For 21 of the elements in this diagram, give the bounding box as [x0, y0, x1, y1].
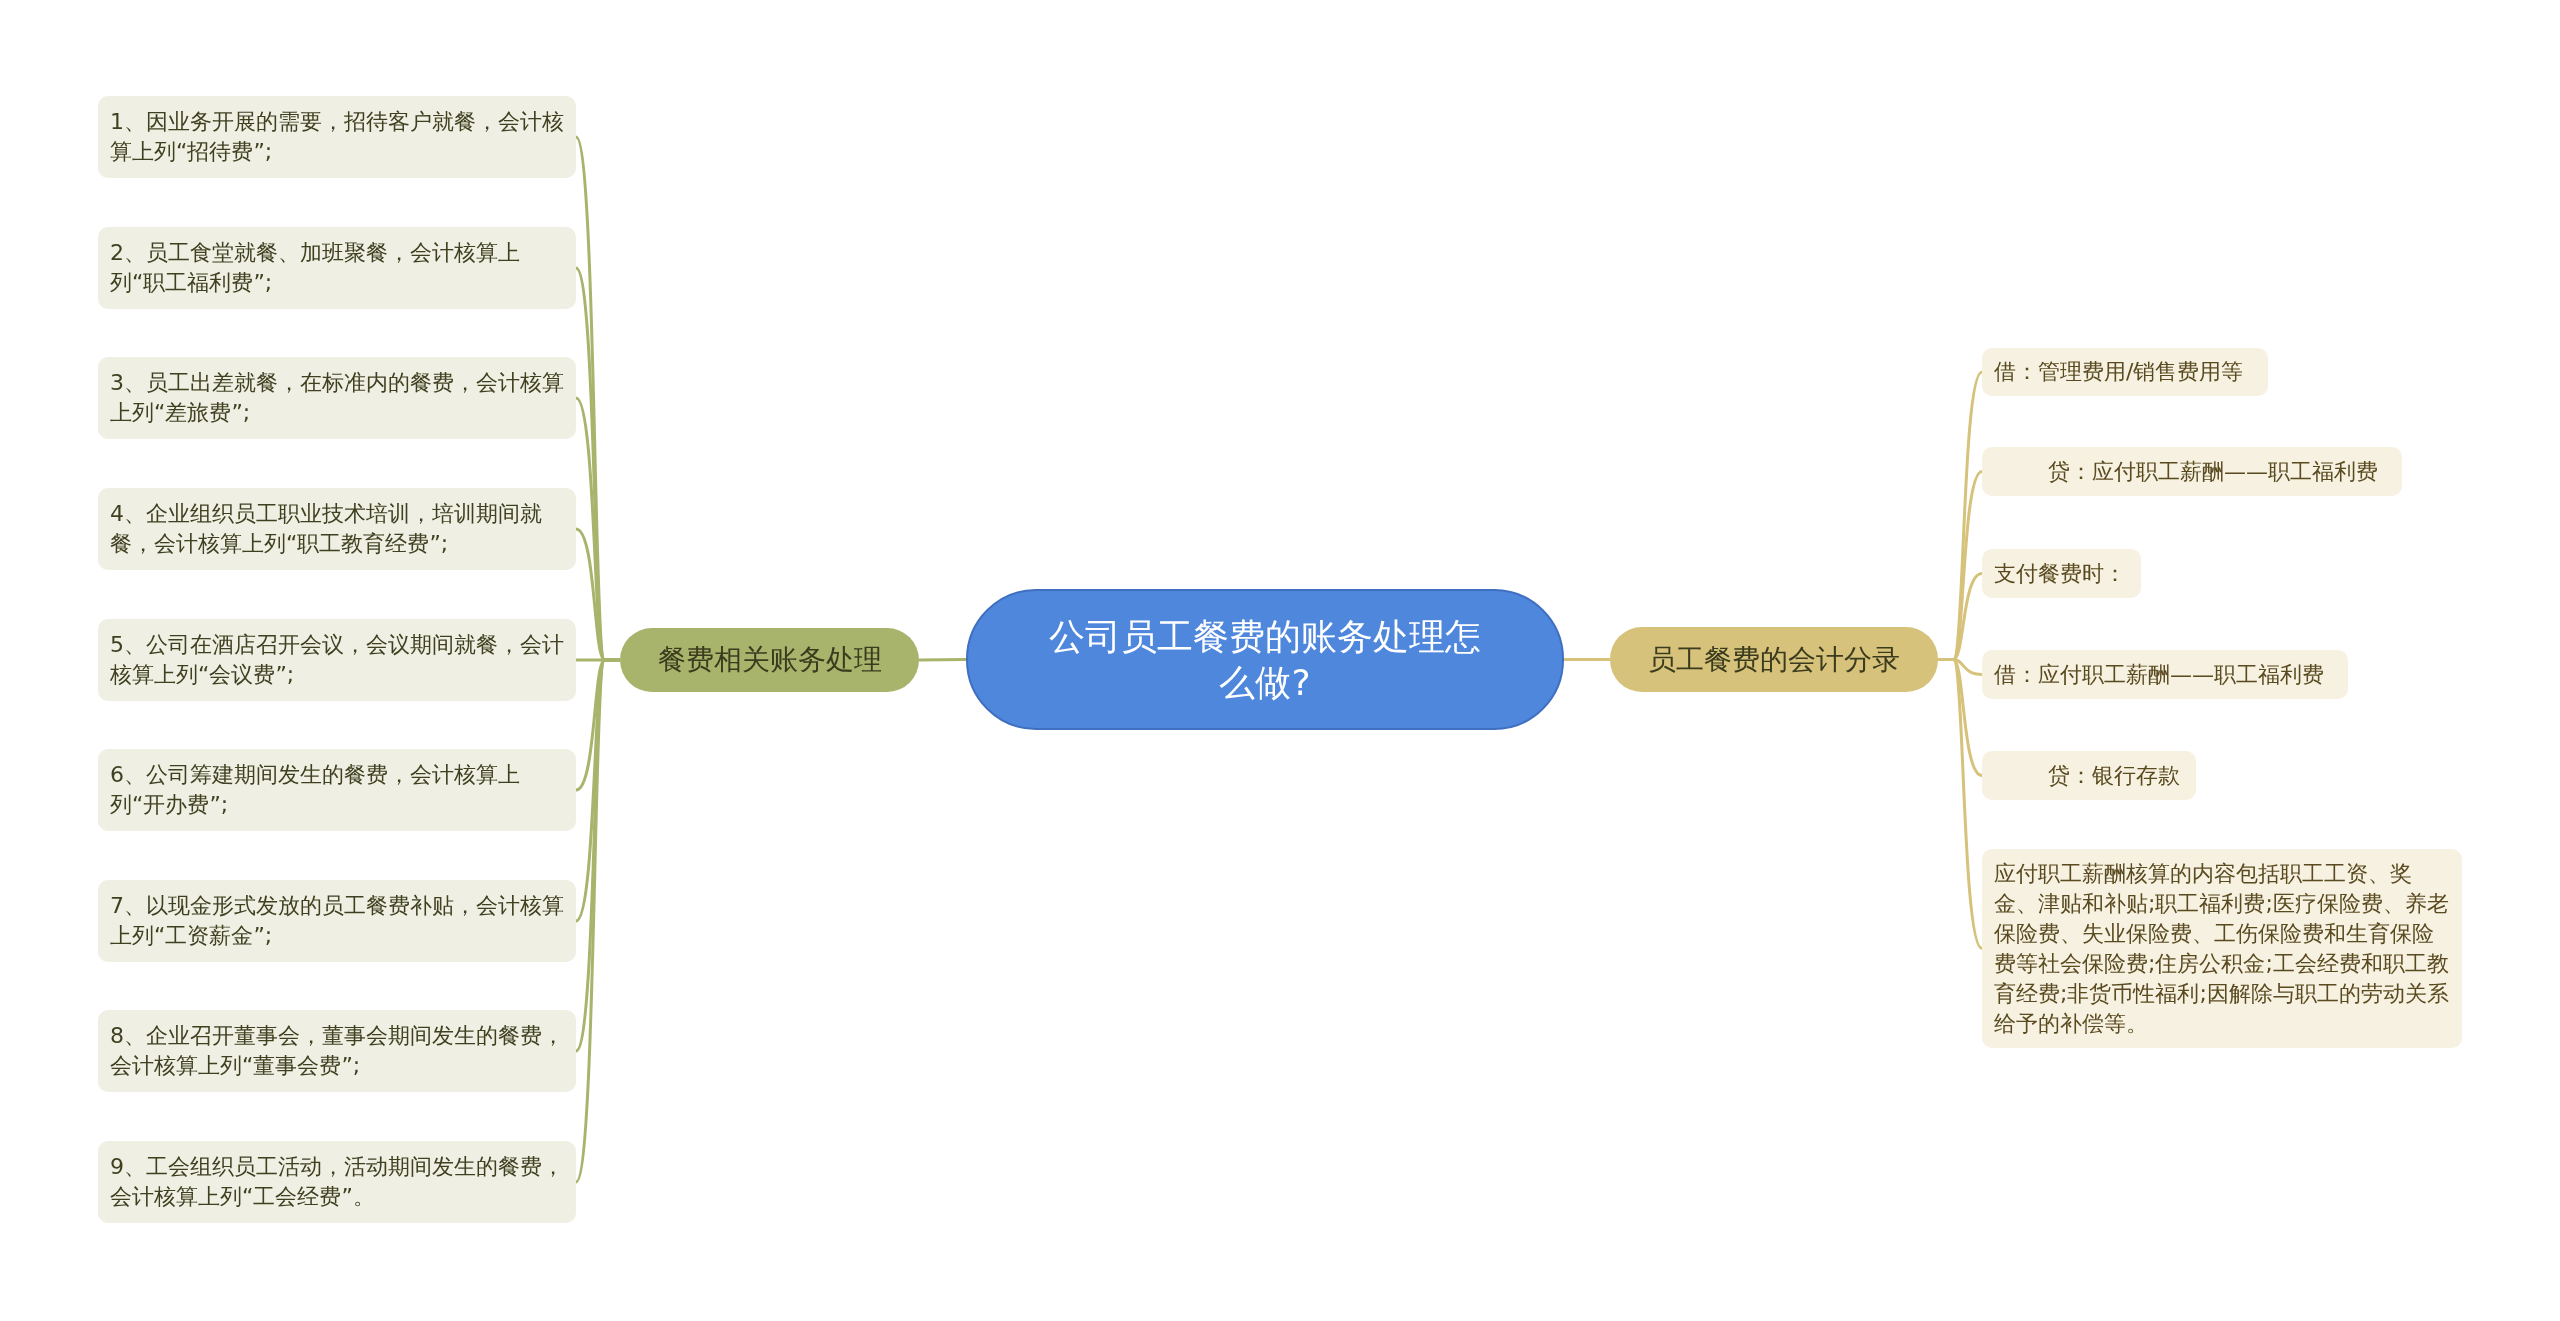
topic-box: 8、企业召开董事会，董事会期间发生的餐费，会计核算上列“董事会费”;: [98, 1010, 576, 1092]
topic-box: 应付职工薪酬核算的内容包括职工工资、奖金、津贴和补贴;职工福利费;医疗保险费、养老保险费、失业保险费、工伤保险费和生育保险费等社会保险费;住房公积金;工会经费和职工教育经费;非货币性福利;因解除与职工的劳动关系给予的补偿等。: [1982, 849, 2462, 1048]
topic-box: 7、以现金形式发放的员工餐费补贴，会计核算上列“工资薪金”;: [98, 880, 576, 962]
connector-line: [1938, 658, 1984, 950]
branch-topic: 餐费相关账务处理: [620, 628, 919, 692]
topic-box: 9、工会组织员工活动，活动期间发生的餐费，会计核算上列“工会经费”。: [98, 1141, 576, 1223]
connector-line: [919, 658, 966, 662]
topic-box: 6、公司筹建期间发生的餐费，会计核算上列“开办费”;: [98, 749, 576, 831]
connector-line: [1564, 658, 1610, 661]
central-topic: 公司员工餐费的账务处理怎么做?: [966, 589, 1564, 730]
topic-box: 2、员工食堂就餐、加班聚餐，会计核算上列“职工福利费”;: [98, 227, 576, 309]
topic-box: 支付餐费时：: [1982, 549, 2141, 598]
topic-box: 1、因业务开展的需要，招待客户就餐，会计核算上列“招待费”;: [98, 96, 576, 178]
topic-box: 贷：银行存款: [1982, 751, 2196, 800]
topic-box: 借：管理费用/销售费用等: [1982, 348, 2268, 396]
topic-box: 5、公司在酒店召开会议，会议期间就餐，会计核算上列“会议费”;: [98, 619, 576, 701]
topic-box: 借：应付职工薪酬——职工福利费: [1982, 650, 2348, 699]
branch-topic: 员工餐费的会计分录: [1610, 627, 1938, 692]
topic-box: 4、企业组织员工职业技术培训，培训期间就餐，会计核算上列“职工教育经费”;: [98, 488, 576, 570]
topic-box: 3、员工出差就餐，在标准内的餐费，会计核算上列“差旅费”;: [98, 357, 576, 439]
topic-box: 贷：应付职工薪酬——职工福利费: [1982, 447, 2402, 496]
